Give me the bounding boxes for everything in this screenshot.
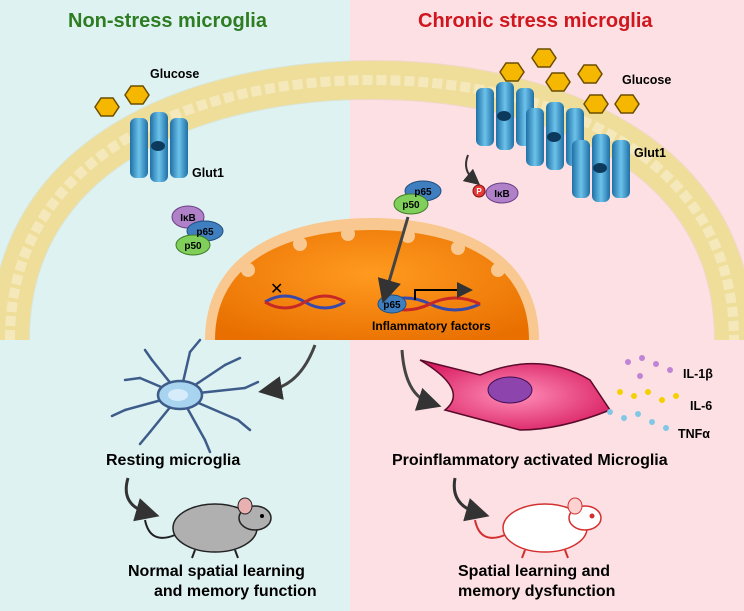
cytokine-dots — [607, 355, 679, 431]
glucose-label-right: Glucose — [622, 73, 672, 87]
cytokine-il1b: IL-1β — [683, 367, 713, 381]
cytokine-il6: IL-6 — [690, 399, 713, 413]
glucose-label-left: Glucose — [150, 67, 200, 81]
right-panel-title: Chronic stress microglia — [418, 10, 653, 32]
glut1-transporter-left — [130, 112, 188, 182]
cytokine-tnfa: TNFα — [678, 427, 710, 441]
p65-p50-dimer: p65 p50 — [377, 180, 442, 304]
resting-microglia-label: Resting microglia — [106, 452, 241, 469]
impaired-outcome-line1: Spatial learning and — [458, 563, 611, 580]
arrow-to-activated — [400, 349, 442, 411]
dna-left — [264, 294, 346, 310]
svg-text:P: P — [476, 187, 482, 196]
arrow-to-normal-mouse — [124, 477, 160, 522]
svg-text:IκB: IκB — [494, 189, 510, 200]
normal-outcome-line1: Normal spatial learning — [128, 563, 305, 580]
glut1-label-left: Glut1 — [192, 166, 224, 180]
svg-text:p65: p65 — [414, 187, 432, 198]
nuclear-p65: p65 — [377, 294, 407, 314]
resting-microglia-cell — [110, 338, 260, 454]
cell-membrane — [0, 59, 744, 341]
svg-text:IκB: IκB — [180, 213, 196, 224]
svg-text:p50: p50 — [184, 241, 202, 252]
svg-text:p50: p50 — [402, 200, 420, 211]
glut1-transporter-right — [476, 82, 630, 202]
activated-microglia-label: Proinflammatory activated Microglia — [392, 452, 668, 469]
normal-mouse-icon — [144, 497, 272, 559]
activated-microglia-cell — [419, 359, 612, 431]
impaired-mouse-icon — [474, 497, 602, 559]
left-panel-title: Non-stress microglia — [68, 10, 267, 32]
glucose-molecule — [94, 97, 120, 117]
repressed-mark-icon: ✕ — [270, 281, 283, 298]
phospho-ikb: P IκB — [462, 154, 519, 204]
glucose-molecule — [124, 85, 150, 105]
nfkb-ikb-complex: IκB p65 p50 — [171, 205, 224, 256]
impaired-outcome-line2: memory dysfunction — [458, 583, 616, 600]
glucose-cluster — [499, 48, 640, 114]
arrow-to-impaired-mouse — [452, 477, 490, 522]
normal-outcome-line2: and memory function — [154, 583, 317, 600]
svg-text:p65: p65 — [383, 300, 401, 311]
svg-text:p65: p65 — [196, 227, 214, 238]
inflammatory-factors-label: Inflammatory factors — [372, 319, 491, 333]
arrow-to-resting — [258, 344, 317, 400]
glut1-label-right: Glut1 — [634, 146, 666, 160]
